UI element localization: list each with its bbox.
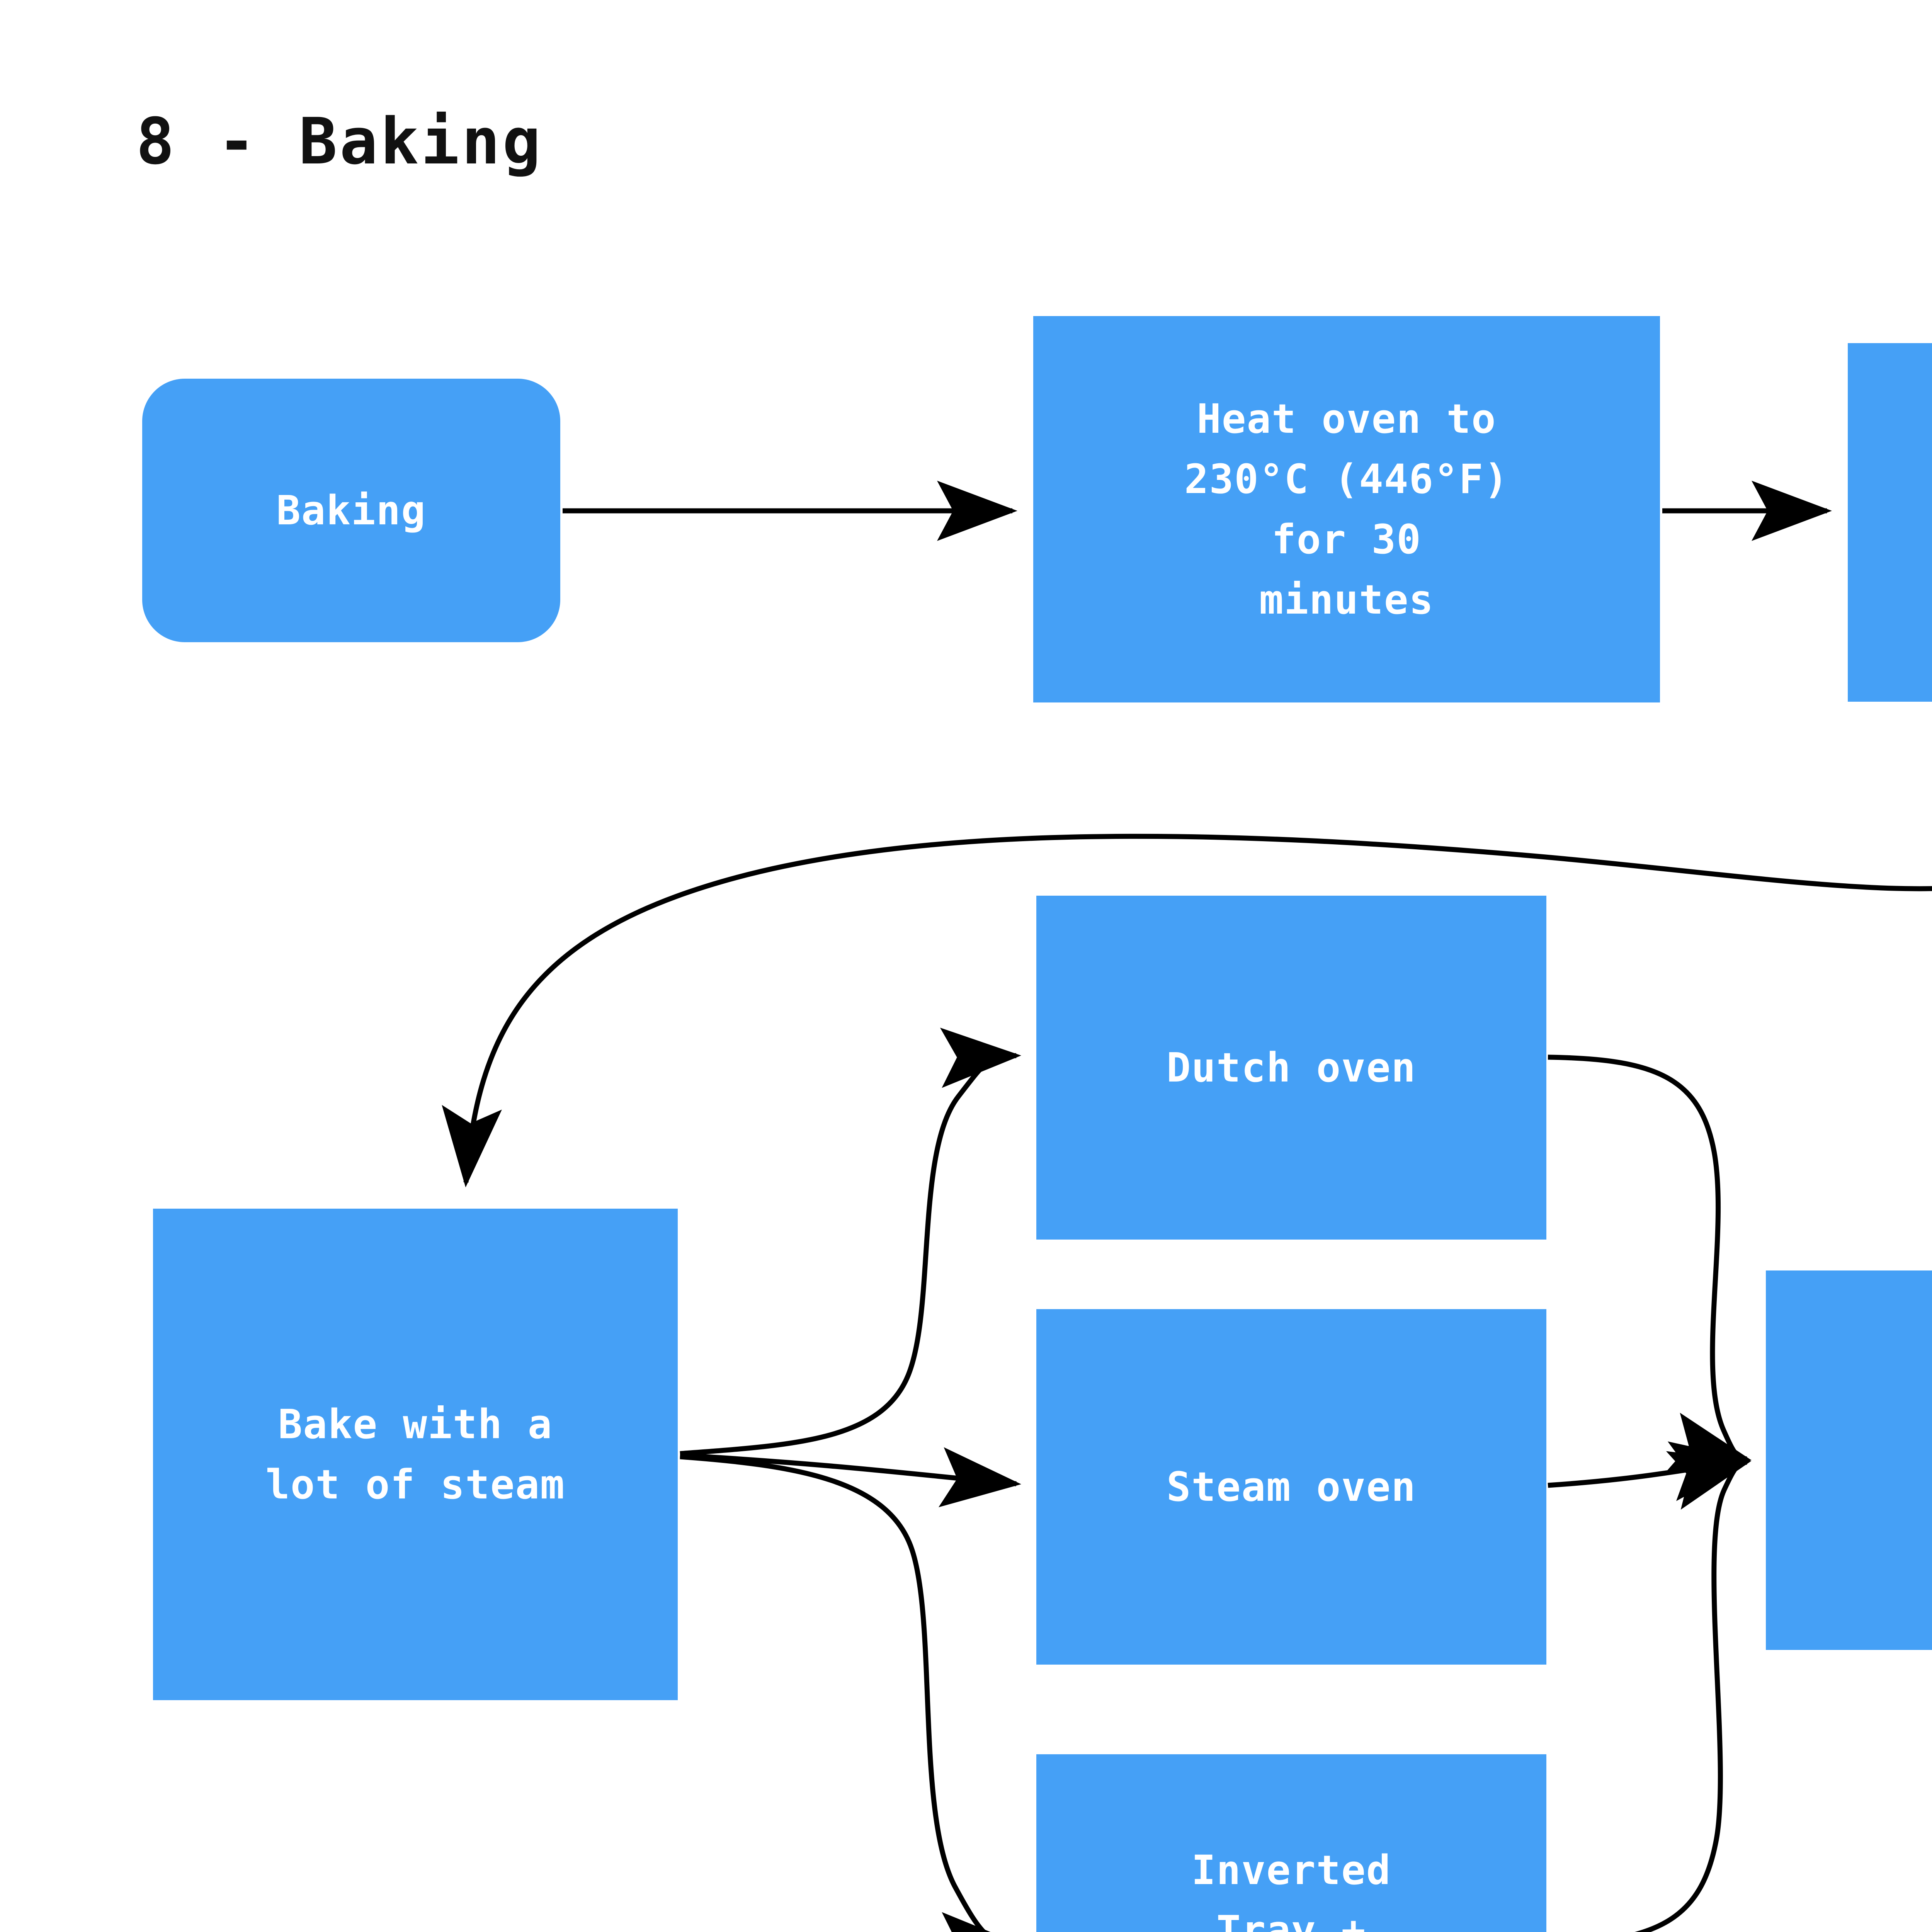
node-score-your-dough[interactable]: Score your dough: [1848, 343, 1932, 702]
edge-tray-bowl-to-wait30: [1634, 1451, 1752, 1932]
node-label: Bake with a lot of steam: [265, 1401, 565, 1508]
page-title: 8 - Baking: [136, 104, 543, 179]
node-baking[interactable]: Baking: [142, 379, 560, 642]
node-heat-oven[interactable]: Heat oven to 230°C (446°F) for 30 minute…: [1033, 316, 1660, 702]
node-label: Steam oven: [1166, 1463, 1417, 1510]
edge-steam-oven-to-wait30: [1548, 1441, 1752, 1501]
node-label: Inverted Tray + Bowl: [1191, 1847, 1391, 1932]
node-label: Dutch oven: [1166, 1044, 1417, 1091]
node-dutch-oven[interactable]: Dutch oven: [1036, 896, 1546, 1240]
edge-bake-steam-to-dutch: [680, 1027, 1021, 1456]
edge-bake-steam-to-tray-bowl: [680, 1454, 1021, 1932]
edge-dutch-to-wait30: [1548, 1054, 1752, 1472]
node-steam-oven[interactable]: Steam oven: [1036, 1309, 1546, 1665]
node-inverted-tray-bowl[interactable]: Inverted Tray + Bowl: [1036, 1754, 1546, 1932]
node-wait-30-minutes[interactable]: Wait 30 minutes: [1766, 1270, 1932, 1650]
node-label: Heat oven to 230°C (446°F) for 30 minute…: [1184, 395, 1509, 623]
node-label: Baking: [276, 487, 426, 534]
edge-bake-steam-to-steam-oven: [680, 1447, 1021, 1507]
node-bake-with-steam[interactable]: Bake with a lot of steam: [153, 1209, 678, 1700]
